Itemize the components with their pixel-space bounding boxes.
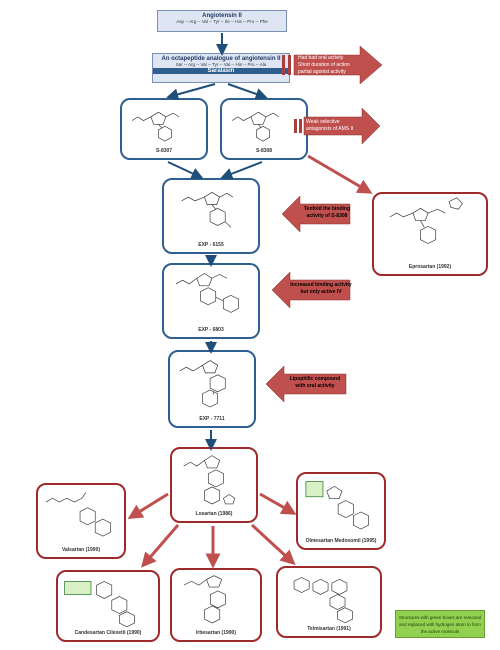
exp6155-structure	[181, 191, 233, 228]
note-6155-line-1: Tenfold the binding	[303, 206, 350, 212]
s8308-structure	[232, 111, 280, 142]
note-7711-line-1: Lipophilic compound	[289, 376, 341, 382]
exp6803-label: EXP - 6803	[198, 327, 224, 333]
exp7711-label: EXP - 7711	[199, 416, 225, 422]
losartan-box: Losartan (1986)	[170, 447, 258, 523]
exp6155-label: EXP - 6155	[198, 242, 224, 248]
angiotensin-header: Angiotensin II Asp -- Arg -- Val -- Tyr …	[157, 10, 287, 32]
exp7711-box: EXP - 7711	[168, 350, 256, 428]
green-box-legend: Structures with green boxes are removed …	[395, 610, 485, 638]
flow-arrow-3b	[220, 161, 263, 180]
s8307-structure	[132, 111, 180, 142]
valsartan-structure	[45, 492, 111, 537]
arrow-to-candesartan	[141, 524, 180, 568]
irbesartan-label: Irbesartan (1990)	[195, 630, 237, 636]
note-saralasin: Had bad oral activity Short duration of …	[298, 55, 362, 76]
eprosartan-box: Eprosartan (1992)	[372, 192, 488, 276]
telmisartan-box: Telmisartan (1991)	[276, 566, 382, 638]
losartan-structure	[183, 455, 236, 505]
losartan-label: Losartan (1986)	[195, 511, 233, 517]
telmisartan-label: Telmisartan (1991)	[307, 626, 351, 632]
s8308-label: S-8308	[255, 148, 273, 154]
saralasin-sequence: Sar -- Arg -- Val -- Tyr -- Val -- His -…	[175, 62, 267, 67]
note-saralasin-line-1: Had bad oral activity	[298, 55, 344, 61]
angiotensin-title: Angiotensin II	[202, 13, 242, 19]
eprosartan-structure	[389, 197, 463, 244]
arrow-to-eprosartan	[307, 154, 373, 194]
note-6155-line-2: activity of S-8308	[306, 213, 348, 219]
note-exp6803: Increased binding activity but only acti…	[286, 282, 356, 296]
exp6803-structure	[175, 273, 239, 313]
note-s-compounds: Weak selective antagonists of AMS II	[306, 119, 364, 133]
candesartan-box: Candesartan Cilexetil (1990)	[56, 570, 160, 642]
flow-arrow-2b	[227, 83, 268, 100]
irbesartan-box: Irbesartan (1990)	[170, 568, 262, 642]
note-exp7711: Lipophilic compound with oral activity	[282, 376, 348, 390]
s8307-label: S-8307	[155, 148, 173, 154]
olmesartan-structure	[305, 481, 369, 530]
note-exp6155: Tenfold the binding activity of S-8308	[298, 206, 356, 220]
note-6803-line-2: but only active IV	[300, 289, 342, 295]
olmesartan-box: Olmesartan Medoxomil (1995)	[296, 472, 386, 550]
olmesartan-label: Olmesartan Medoxomil (1995)	[305, 538, 377, 544]
note-6803-line-1: Increased binding activity	[290, 282, 352, 288]
saralasin-header: An octapeptide analogue of angiotensin I…	[152, 53, 290, 83]
s8307-box: S-8307	[120, 98, 208, 160]
exp6803-box: EXP - 6803	[162, 263, 260, 339]
flow-arrow-2a	[166, 83, 216, 101]
arrow-to-olmesartan	[259, 492, 297, 515]
note-7711-line-2: with oral activity	[295, 383, 335, 389]
saralasin-title: An octapeptide analogue of angiotensin I…	[161, 56, 281, 62]
telmisartan-structure	[293, 577, 353, 624]
saralasin-name-bar: Saralasin	[153, 68, 289, 74]
candesartan-structure	[64, 581, 135, 628]
valsartan-label: Valsartan (1990)	[61, 547, 101, 553]
irbesartan-structure	[183, 575, 226, 624]
candesartan-label: Candesartan Cilexetil (1990)	[74, 630, 142, 636]
arrow-to-valsartan	[127, 492, 169, 519]
note-s-line-1: Weak selective	[306, 119, 340, 125]
saralasin-name: Saralasin	[207, 68, 235, 74]
angiotensin-sequence: Asp -- Arg -- Val -- Tyr -- Ile -- His -…	[176, 19, 268, 24]
eprosartan-label: Eprosartan (1992)	[408, 264, 452, 270]
exp7711-structure	[179, 360, 226, 408]
arrow-to-telmisartan	[250, 523, 296, 566]
note-saralasin-line-2: Short duration of action	[298, 62, 350, 68]
note-saralasin-line-3: partial agonist activity	[298, 69, 346, 75]
exp6155-box: EXP - 6155	[162, 178, 260, 254]
s8308-box: S-8308	[220, 98, 308, 160]
flow-arrow-3a	[167, 161, 204, 179]
note-s-line-2: antagonists of AMS II	[306, 126, 354, 132]
valsartan-box: Valsartan (1990)	[36, 483, 126, 559]
